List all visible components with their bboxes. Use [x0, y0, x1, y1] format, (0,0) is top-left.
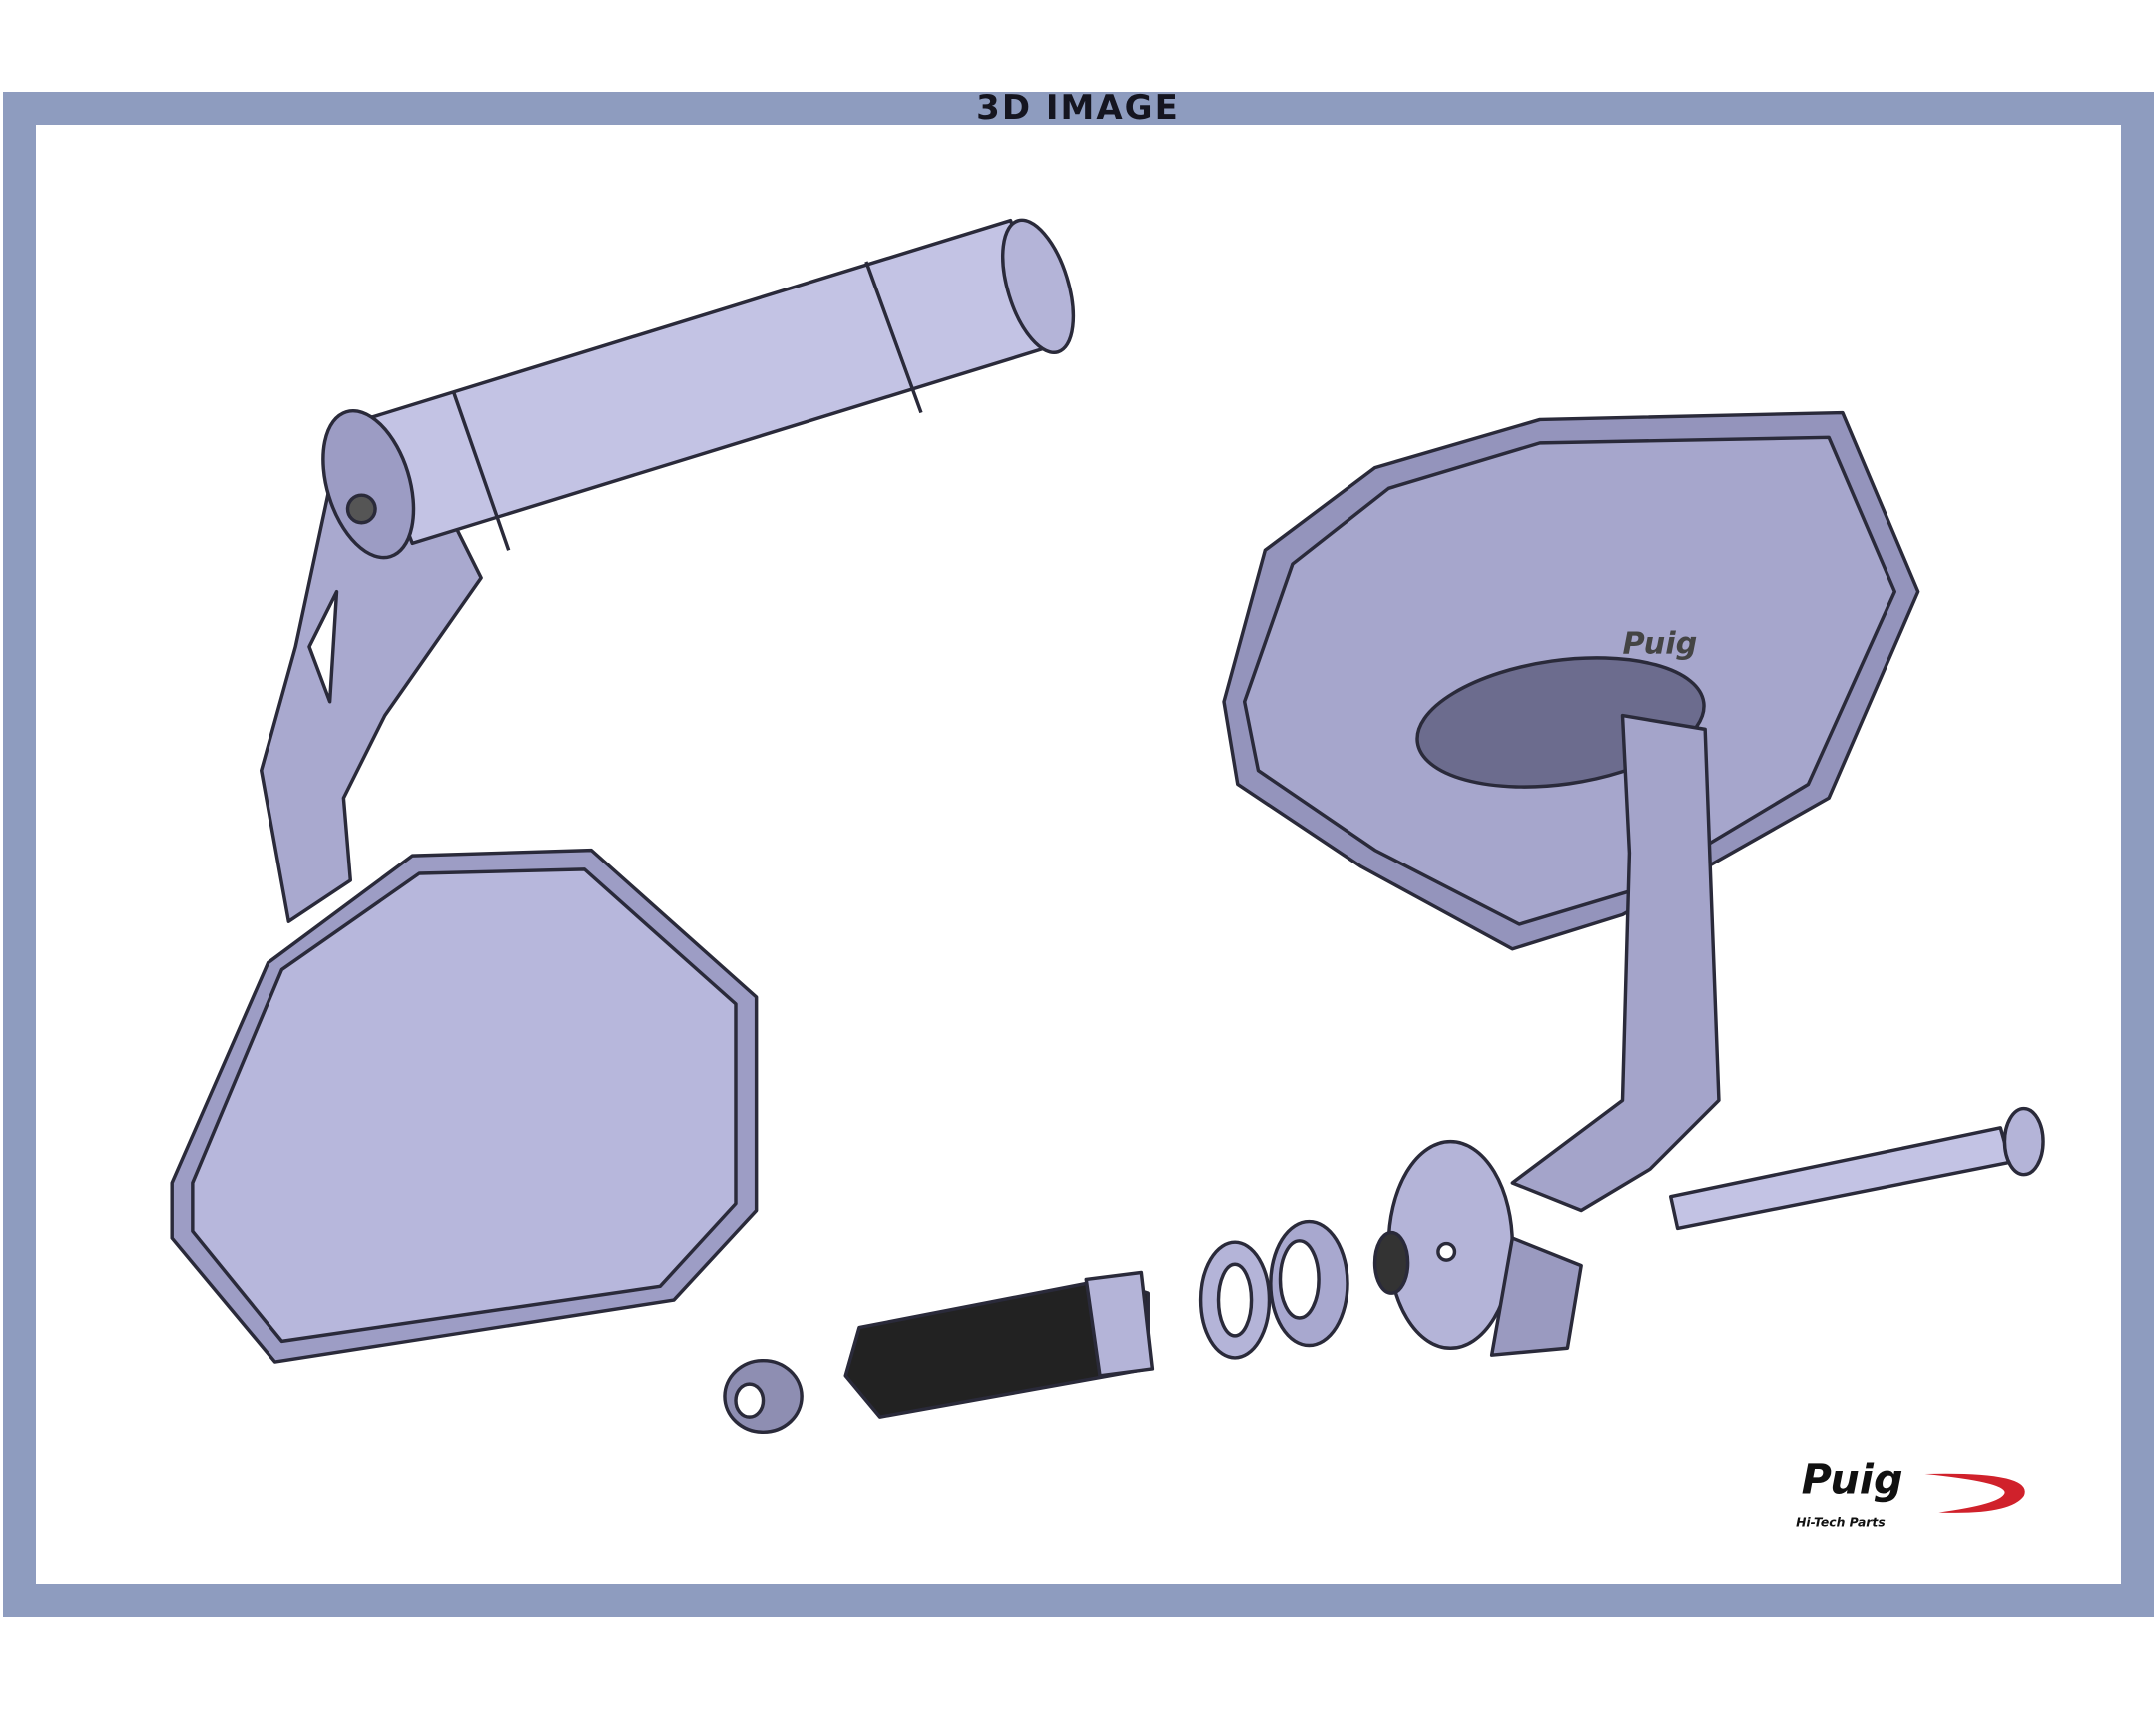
mirror-logo-emboss: Puig	[1623, 627, 1698, 662]
left-mirror-glass	[170, 848, 759, 1364]
logo-tagline: Hi-Tech Parts	[1796, 1514, 1886, 1529]
right-mirror-arm	[1386, 713, 1721, 1357]
page-title: 3D IMAGE	[976, 88, 1180, 128]
puig-logo: Puig Hi-Tech Parts	[1796, 1455, 2025, 1529]
bolt	[1669, 1106, 2045, 1231]
logo-brand: Puig	[1802, 1455, 1903, 1503]
nut	[1372, 1230, 1410, 1295]
right-mirror-head: Puig	[1222, 410, 1920, 951]
expansion-insert	[843, 1270, 1155, 1419]
end-cap	[723, 1358, 804, 1435]
left-bar-tube	[321, 218, 1076, 560]
